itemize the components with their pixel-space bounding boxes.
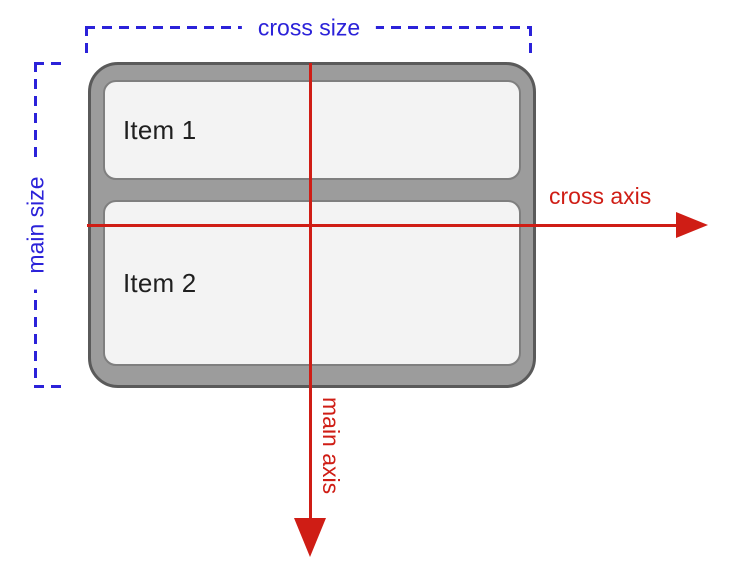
cross-axis-line bbox=[87, 224, 676, 227]
main-size-bracket-top-tick bbox=[34, 62, 64, 65]
main-size-bracket-bottom-tick bbox=[34, 385, 64, 388]
main-axis-label: main axis bbox=[318, 397, 344, 495]
flex-item-2-label: Item 2 bbox=[123, 267, 197, 298]
cross-axis-label: cross axis bbox=[549, 183, 652, 209]
flex-item-1-label: Item 1 bbox=[123, 114, 197, 145]
main-size-label: main size bbox=[20, 160, 52, 290]
main-axis-line bbox=[309, 63, 312, 520]
cross-size-bracket-left-tick bbox=[85, 26, 88, 54]
flex-item-2: Item 2 bbox=[103, 200, 521, 366]
cross-axis-arrowhead-icon bbox=[676, 212, 708, 238]
cross-size-label: cross size bbox=[241, 12, 377, 44]
main-axis-arrowhead-icon bbox=[294, 518, 326, 557]
cross-size-bracket-right-tick bbox=[529, 26, 532, 54]
flex-item-1: Item 1 bbox=[103, 80, 521, 180]
